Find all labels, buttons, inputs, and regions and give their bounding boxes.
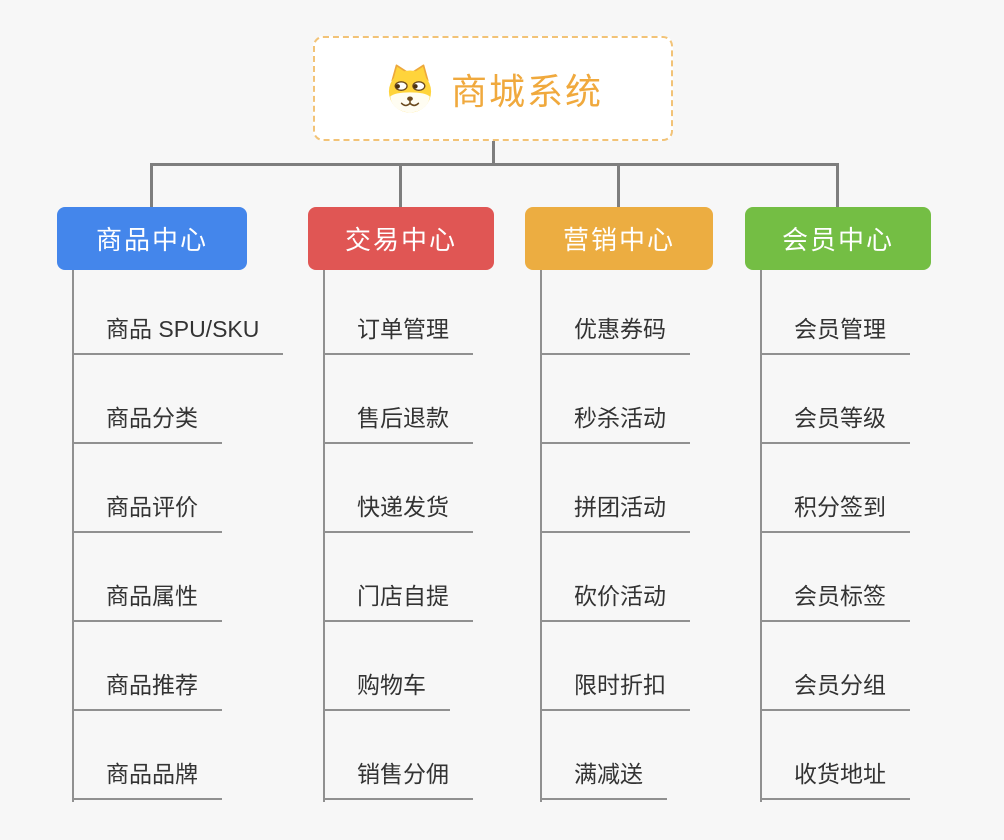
dog-face-icon	[388, 64, 432, 113]
branch-item[interactable]: 收货地址	[760, 758, 910, 800]
branch-node-marketing[interactable]: 营销中心	[525, 207, 713, 270]
branch-item[interactable]: 会员管理	[760, 313, 910, 355]
branch-label: 商品中心	[95, 225, 208, 255]
branch-item[interactable]: 会员分组	[760, 669, 910, 711]
branch-marketing: 营销中心 优惠券码 秒杀活动 拼团活动 砍价活动 限时折扣 满减送	[525, 207, 713, 802]
connector-trunk	[151, 163, 839, 166]
branch-item[interactable]: 门店自提	[323, 580, 473, 622]
branch-item[interactable]: 砍价活动	[540, 580, 690, 622]
branch-item[interactable]: 优惠券码	[540, 313, 690, 355]
branch-connector-line	[760, 270, 762, 802]
branch-item[interactable]: 商品推荐	[72, 669, 222, 711]
connector-drop-product	[150, 163, 153, 209]
branch-item[interactable]: 会员标签	[760, 580, 910, 622]
branch-item[interactable]: 积分签到	[760, 491, 910, 533]
branch-node-member[interactable]: 会员中心	[745, 207, 931, 270]
branch-item[interactable]: 满减送	[540, 758, 667, 800]
branch-item[interactable]: 拼团活动	[540, 491, 690, 533]
branch-node-trade[interactable]: 交易中心	[308, 207, 494, 270]
branch-item[interactable]: 售后退款	[323, 402, 473, 444]
branch-item[interactable]: 订单管理	[323, 313, 473, 355]
root-node[interactable]: 商城系统	[313, 36, 673, 141]
branch-connector-line	[72, 270, 74, 802]
connector-drop-marketing	[617, 163, 620, 209]
connector-drop-member	[836, 163, 839, 209]
root-title: 商城系统	[450, 70, 603, 112]
branch-item[interactable]: 商品属性	[72, 580, 222, 622]
branch-item[interactable]: 商品 SPU/SKU	[72, 313, 284, 355]
branch-item[interactable]: 快递发货	[323, 491, 473, 533]
branch-label: 会员中心	[781, 225, 894, 255]
branch-connector-line	[540, 270, 542, 802]
branch-product: 商品中心 商品 SPU/SKU 商品分类 商品评价 商品属性 商品推荐 商品品牌	[57, 207, 284, 802]
branch-item[interactable]: 限时折扣	[540, 669, 690, 711]
connector-root-stub	[492, 141, 495, 166]
branch-item[interactable]: 秒杀活动	[540, 402, 690, 444]
branch-label: 交易中心	[344, 225, 457, 255]
branch-item[interactable]: 商品分类	[72, 402, 222, 444]
branch-item[interactable]: 会员等级	[760, 402, 910, 444]
branch-item[interactable]: 商品评价	[72, 491, 222, 533]
branch-trade: 交易中心 订单管理 售后退款 快递发货 门店自提 购物车 销售分佣	[308, 207, 494, 802]
branch-item[interactable]: 商品品牌	[72, 758, 222, 800]
branch-node-product[interactable]: 商品中心	[57, 207, 247, 270]
branch-item[interactable]: 销售分佣	[323, 758, 473, 800]
branch-connector-line	[323, 270, 325, 802]
branch-member: 会员中心 会员管理 会员等级 积分签到 会员标签 会员分组 收货地址	[745, 207, 931, 802]
branch-item[interactable]: 购物车	[323, 669, 450, 711]
connector-drop-trade	[399, 163, 402, 209]
branch-label: 营销中心	[562, 225, 675, 255]
